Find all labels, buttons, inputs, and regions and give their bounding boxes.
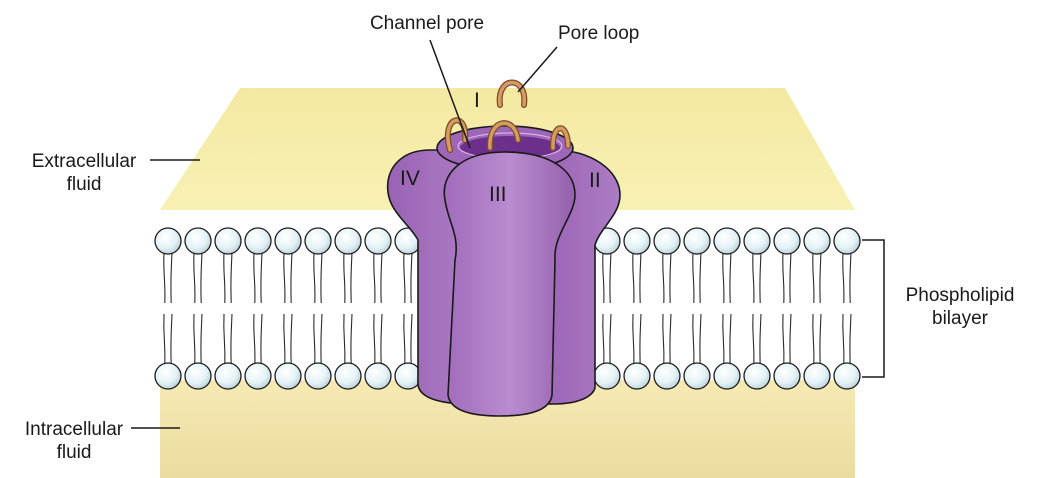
lipid-head bbox=[305, 363, 331, 389]
lipid-head bbox=[275, 228, 301, 254]
lipid-head bbox=[395, 363, 421, 389]
channel-pore-label: Channel pore bbox=[352, 12, 502, 35]
intracellular-label-line1: Intracellular bbox=[14, 418, 134, 441]
lipid-head bbox=[714, 363, 740, 389]
subunit-i-label: I bbox=[474, 90, 480, 112]
lipid-head bbox=[155, 228, 181, 254]
lipid-head bbox=[155, 363, 181, 389]
lipid-head bbox=[365, 228, 391, 254]
extracellular-label-line1: Extracellular bbox=[18, 150, 150, 173]
lipid-head bbox=[275, 363, 301, 389]
lipid-head bbox=[654, 228, 680, 254]
lipid-head bbox=[684, 363, 710, 389]
intracellular-label-line2: fluid bbox=[14, 441, 134, 464]
bilayer-bracket bbox=[862, 240, 884, 377]
lipid-head bbox=[774, 363, 800, 389]
extracellular-label-line2: fluid bbox=[18, 173, 150, 196]
lipid-head bbox=[834, 363, 860, 389]
lipid-head bbox=[774, 228, 800, 254]
lipid-head bbox=[624, 228, 650, 254]
lipid-head bbox=[804, 228, 830, 254]
lipid-head bbox=[365, 363, 391, 389]
subunit-ii-label: II bbox=[589, 170, 601, 192]
lipid-head bbox=[335, 228, 361, 254]
lipid-head bbox=[834, 228, 860, 254]
bilayer-label-line2: bilayer bbox=[895, 307, 1025, 330]
pore-loop-leader bbox=[518, 47, 557, 92]
pore-loop-label: Pore loop bbox=[558, 22, 639, 45]
lipid-head bbox=[335, 363, 361, 389]
intracellular-fluid-label: Intracellular fluid bbox=[14, 418, 134, 464]
lipid-head bbox=[654, 363, 680, 389]
subunit-iv-label: IV bbox=[400, 168, 420, 190]
lipid-head bbox=[804, 363, 830, 389]
lipid-head bbox=[305, 228, 331, 254]
lipid-head bbox=[215, 363, 241, 389]
lipid-head bbox=[624, 363, 650, 389]
lipid-head bbox=[744, 228, 770, 254]
lipid-head bbox=[684, 228, 710, 254]
bilayer-label-line1: Phospholipid bbox=[895, 284, 1025, 307]
lipid-head bbox=[714, 228, 740, 254]
lipid-head bbox=[185, 363, 211, 389]
lipid-head bbox=[215, 228, 241, 254]
lipid-head bbox=[185, 228, 211, 254]
lipid-head bbox=[245, 228, 271, 254]
extracellular-fluid-label: Extracellular fluid bbox=[18, 150, 150, 196]
subunit-iii-label: III bbox=[489, 184, 507, 206]
phospholipid-bilayer-label: Phospholipid bilayer bbox=[895, 284, 1025, 330]
lipid-head bbox=[245, 363, 271, 389]
lipid-head bbox=[594, 363, 620, 389]
ion-channel-protein bbox=[388, 126, 620, 416]
lipid-head bbox=[744, 363, 770, 389]
